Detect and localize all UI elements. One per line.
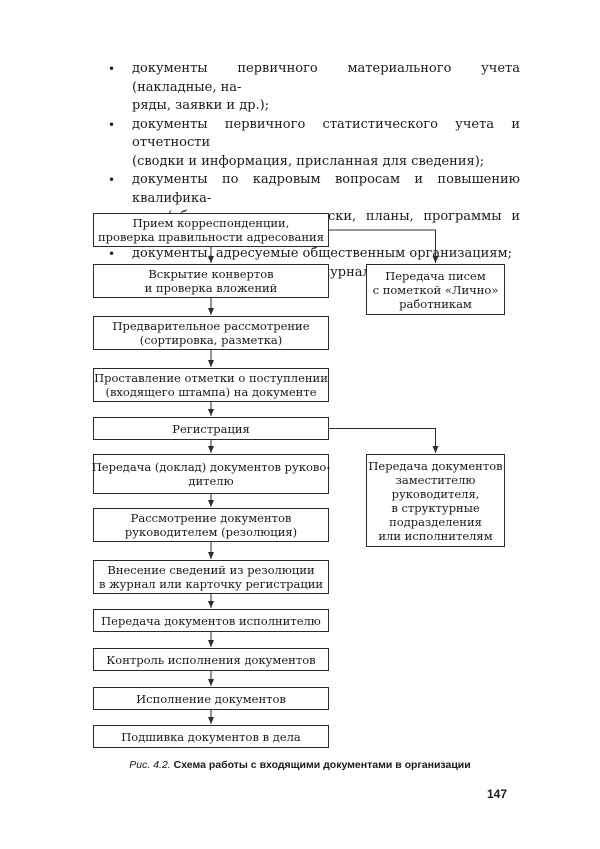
flow-box-text: и проверка вложений bbox=[144, 281, 278, 295]
flow-box-text: Внесение сведений из резолюции bbox=[107, 563, 315, 577]
flow-box-text: подразделения bbox=[389, 514, 482, 529]
bullet-marker: • bbox=[108, 173, 116, 187]
flow-box-text: руководителя, bbox=[391, 486, 480, 501]
bullet-text-line: ряды, заявки и др.); bbox=[132, 98, 270, 113]
flow-branch-arrow bbox=[329, 428, 439, 453]
flow-step-box: Подшивка документов в дела bbox=[93, 725, 329, 748]
flow-step-box: Передача документов исполнителю bbox=[93, 609, 329, 632]
bullet-item: • документы первичного материального учет… bbox=[100, 60, 520, 116]
flow-box-text: проверка правильности адресования bbox=[98, 230, 324, 244]
flow-box-text: Вскрытие конвертов bbox=[148, 267, 274, 281]
flow-box-text: Подшивка документов в дела bbox=[121, 729, 301, 744]
bullet-item: • документы первичного статистического уч… bbox=[100, 116, 520, 172]
flow-box-text: Передача документов bbox=[368, 458, 503, 473]
bullet-marker: • bbox=[108, 117, 116, 132]
flow-box-text: Передача (доклад) документов руково- bbox=[91, 460, 331, 474]
bullet-marker: • bbox=[108, 62, 116, 76]
figure-label: Рис. 4.2. bbox=[129, 759, 171, 771]
flow-box-text: в журнал или карточку регистрации bbox=[98, 577, 324, 591]
flow-box-text: Предварительное рассмотрение bbox=[112, 319, 310, 333]
flow-box-text: или исполнителям bbox=[378, 528, 493, 543]
flow-box-text: дителю bbox=[188, 474, 234, 488]
flow-box-text: с пометкой «Лично» bbox=[372, 282, 499, 297]
bullet-text-line: (сводки и информация, присланная для све… bbox=[132, 153, 485, 169]
flow-step-box: Предварительное рассмотрение(сортировка,… bbox=[93, 316, 329, 350]
flow-box-text: Исполнение документов bbox=[136, 691, 286, 706]
bullet-marker: • bbox=[108, 247, 116, 261]
flow-step-box: Проставление отметки о поступлении(входя… bbox=[93, 368, 329, 402]
flow-box-text: Контроль исполнения документов bbox=[106, 652, 316, 667]
flow-box-text: в структурные bbox=[391, 500, 480, 515]
bullet-text-line: документы, адресуемые общественным орган… bbox=[132, 246, 512, 261]
bullet-item: • документы, адресуемые общественным орга… bbox=[100, 245, 520, 264]
flow-box-text: Регистрация bbox=[172, 421, 250, 436]
figure-title: Схема работы с входящими документами в о… bbox=[173, 759, 471, 771]
flow-box-text: руководителем (резолюция) bbox=[124, 525, 298, 539]
flow-box-text: заместителю bbox=[395, 472, 476, 487]
bullet-text-line: документы первичного статистического уче… bbox=[132, 116, 520, 151]
flow-step-box: Передача (доклад) документов руково-дите… bbox=[91, 454, 331, 494]
flow-step-box: Регистрация bbox=[93, 417, 329, 440]
flow-step-box: Исполнение документов bbox=[93, 687, 329, 710]
flow-box-text: Передача писем bbox=[385, 268, 486, 283]
bullet-text-line: документы по кадровым вопросам и повышен… bbox=[132, 172, 520, 206]
page-number: 147 bbox=[487, 787, 508, 801]
flow-box-text: Проставление отметки о поступлении bbox=[94, 371, 328, 385]
flow-box-text: Прием корреспонденции, bbox=[132, 216, 290, 230]
flow-box-text: Рассмотрение документов bbox=[130, 511, 292, 525]
flow-step-box: Контроль исполнения документов bbox=[93, 648, 329, 671]
flow-box-text: (входящего штампа) на документе bbox=[105, 385, 317, 399]
bullet-text-line: документы первичного материального учета… bbox=[132, 61, 520, 95]
figure-caption: Рис. 4.2. Схема работы с входящими докум… bbox=[0, 759, 600, 771]
flow-step-box: Прием корреспонденции,проверка правильно… bbox=[93, 213, 329, 247]
flow-branch-arrow bbox=[329, 229, 439, 263]
flow-box-text: работникам bbox=[399, 296, 472, 311]
flow-box-text: (сортировка, разметка) bbox=[139, 333, 283, 347]
flow-box-text: Передача документов исполнителю bbox=[101, 613, 321, 628]
